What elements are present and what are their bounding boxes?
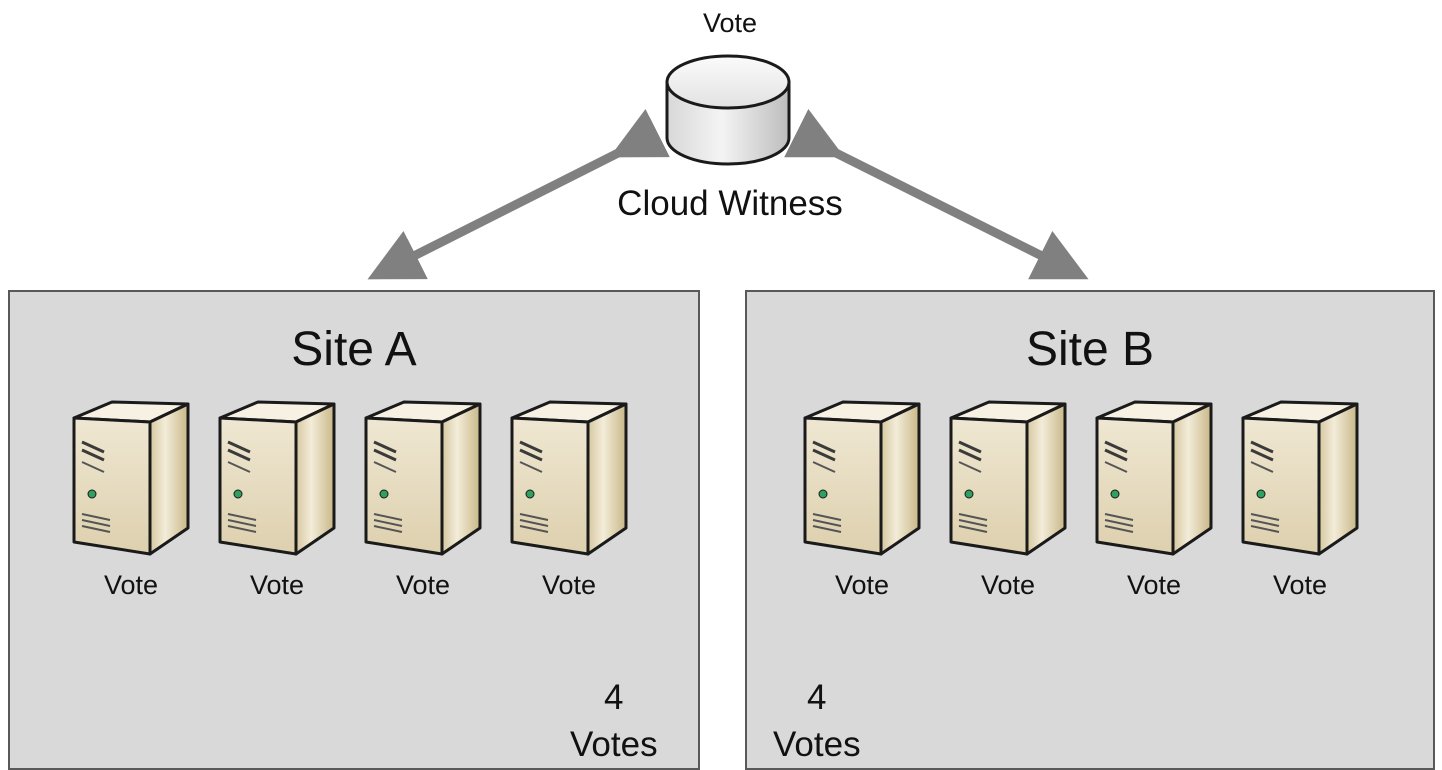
server-tower-icon: [947, 390, 1069, 560]
server-vote-label: Vote: [103, 570, 159, 600]
site-a-server-1: Vote: [70, 390, 192, 600]
site-a-server-2: Vote: [216, 390, 338, 600]
site-a-vote-count: 4: [604, 678, 624, 717]
server-tower-icon: [362, 390, 484, 560]
site-b-title: Site B: [1025, 323, 1155, 376]
server-tower-icon: [1093, 390, 1215, 560]
server-tower-icon: [216, 390, 338, 560]
site-a-vote-unit: Votes: [570, 725, 658, 765]
server-vote-label: Vote: [1126, 570, 1182, 600]
witness-vote-label: Vote: [702, 8, 758, 38]
site-b-server-2: Vote: [947, 390, 1069, 600]
server-tower-icon: [70, 390, 192, 560]
arrow-witness-site-b: [784, 108, 1089, 280]
server-vote-label: Vote: [834, 570, 890, 600]
site-a-server-3: Vote: [362, 390, 484, 600]
server-vote-label: Vote: [395, 570, 451, 600]
site-b-server-3: Vote: [1093, 390, 1215, 600]
server-vote-label: Vote: [541, 570, 597, 600]
server-tower-icon: [508, 390, 630, 560]
site-a-server-4: Vote: [508, 390, 630, 600]
server-tower-icon: [801, 390, 923, 560]
site-b-server-4: Vote: [1239, 390, 1361, 600]
server-vote-label: Vote: [1272, 570, 1328, 600]
server-vote-label: Vote: [249, 570, 305, 600]
database-cylinder-icon: [665, 54, 791, 166]
witness-name: Cloud Witness: [617, 184, 843, 223]
site-a-vote-total: 4 Votes: [570, 674, 658, 769]
arrow-witness-site-a: [367, 108, 670, 280]
site-b-vote-count: 4: [807, 678, 827, 717]
server-tower-icon: [1239, 390, 1361, 560]
site-b-server-1: Vote: [801, 390, 923, 600]
site-b-panel: Site B Vote: [745, 290, 1435, 770]
server-vote-label: Vote: [980, 570, 1036, 600]
site-a-title: Site A: [291, 323, 417, 376]
site-b-vote-unit: Votes: [773, 725, 861, 765]
site-b-vote-total: 4 Votes: [773, 674, 861, 769]
site-a-panel: Site A Vote: [8, 290, 700, 770]
